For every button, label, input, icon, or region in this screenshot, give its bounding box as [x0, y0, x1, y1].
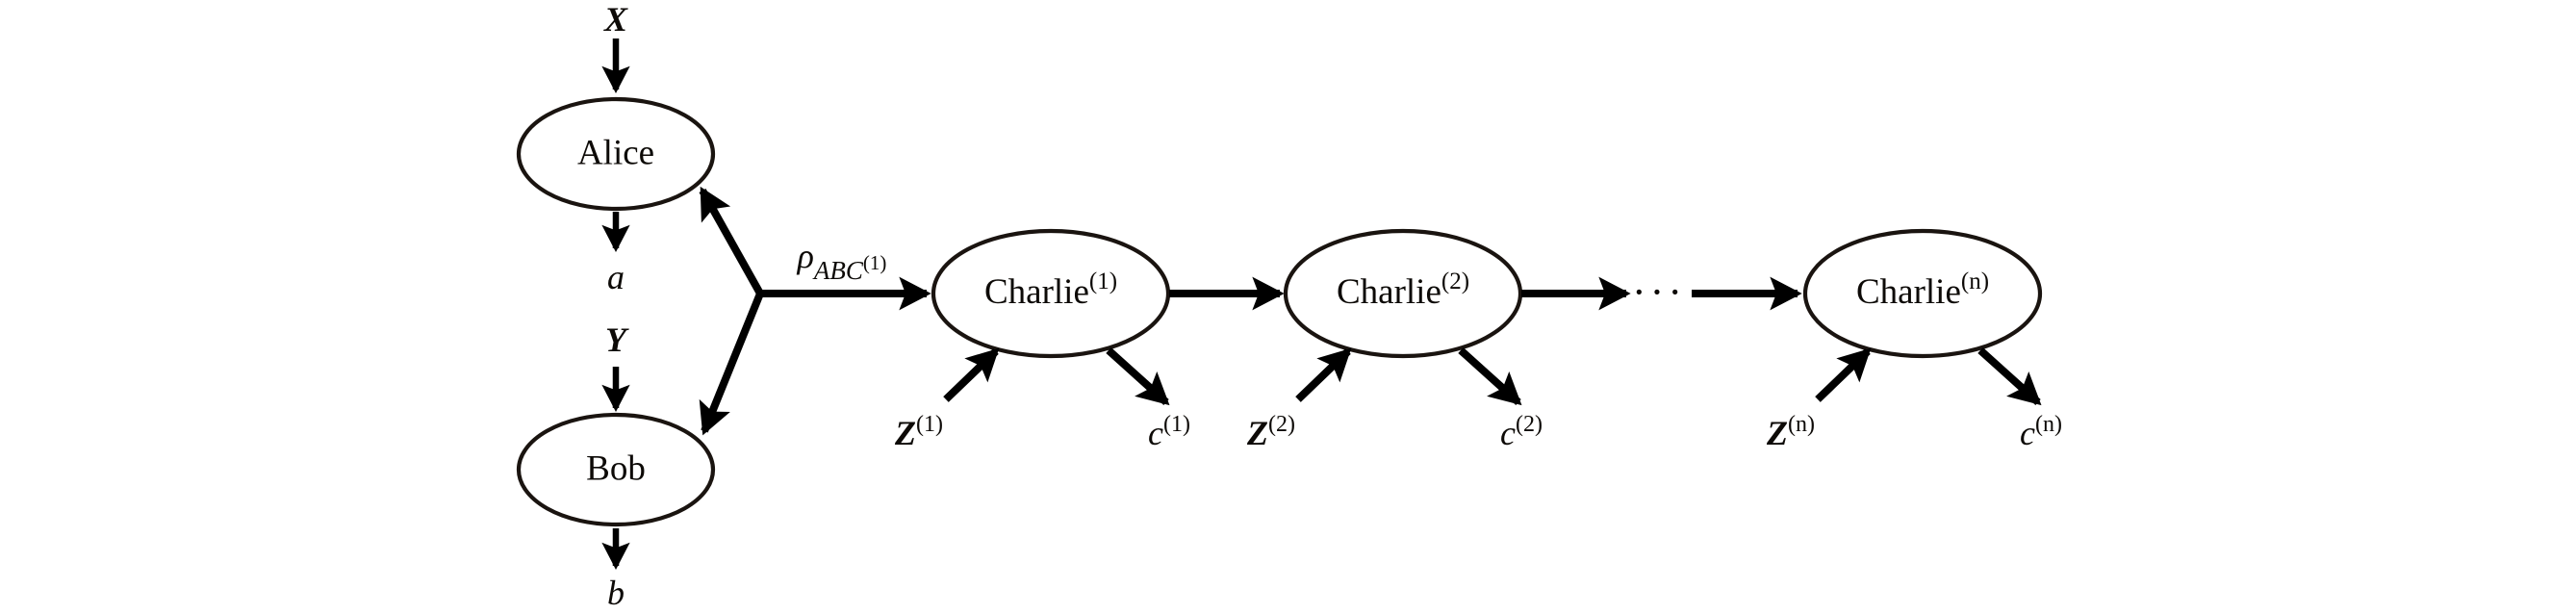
arrow-junction-to-alice: [699, 186, 764, 295]
node-alice[interactable]: [516, 96, 716, 212]
c2-superscript: (2): [1516, 412, 1543, 437]
node-bob[interactable]: [516, 412, 716, 527]
label-cn-output: c(n): [2020, 412, 2062, 452]
arrow-zn-to-charlien: [1815, 347, 1872, 402]
edge-zn-to-charlien: [1815, 347, 1872, 402]
c2-base: c: [1500, 414, 1516, 452]
node-alice-label: Alice: [577, 133, 654, 172]
z1-base: Z: [894, 414, 916, 452]
c1-superscript: (1): [1163, 412, 1190, 437]
charlie-n-superscript: (n): [1961, 269, 1989, 294]
zn-base: Z: [1766, 414, 1788, 452]
label-b-output: b: [607, 574, 625, 612]
node-bob-label: Bob: [586, 448, 646, 488]
edge-z2-to-charlie2: [1295, 347, 1352, 402]
charlie-1-superscript: (1): [1089, 269, 1117, 294]
c1-base: c: [1148, 414, 1163, 452]
node-charlie-2[interactable]: [1283, 228, 1523, 359]
node-charlie-1-label: Charlie(1): [984, 269, 1117, 313]
rho-symbol: ρ: [797, 237, 814, 275]
arrow-z1-to-charlie1: [943, 347, 1000, 402]
label-z2-input: Z(2): [1246, 412, 1295, 452]
rho-sub-superscript: (1): [863, 251, 887, 274]
z2-base: Z: [1246, 414, 1268, 452]
edge-charlien-to-cn: [1977, 347, 2042, 406]
charlie-2-superscript: (2): [1441, 269, 1469, 294]
label-zn-input: Z(n): [1766, 412, 1815, 452]
rho-subscript: ABC: [812, 256, 864, 285]
label-chain-ellipsis: ···: [1632, 269, 1686, 316]
label-z1-input: Z(1): [894, 412, 943, 452]
edge-charlie2-to-c2: [1458, 347, 1522, 406]
node-charlie-n-label: Charlie(n): [1856, 269, 1989, 313]
arrow-junction-to-bob: [699, 292, 764, 436]
arrow-charlien-to-cn: [1977, 347, 2042, 406]
node-charlie-1[interactable]: [931, 228, 1171, 359]
label-y-input: Y: [605, 320, 629, 359]
arrow-charlie1-to-c1: [1106, 347, 1170, 406]
z1-superscript: (1): [916, 412, 943, 437]
label-c2-output: c(2): [1500, 412, 1543, 452]
charlie-2-base: Charlie: [1337, 272, 1441, 312]
charlie-1-base: Charlie: [984, 272, 1089, 312]
arrow-charlie2-to-c2: [1458, 347, 1522, 406]
edge-charlie1-to-c1: [1106, 347, 1170, 406]
arrow-z2-to-charlie2: [1295, 347, 1352, 402]
cn-superscript: (n): [2035, 412, 2062, 437]
label-a-output: a: [607, 258, 625, 296]
edge-z1-to-charlie1: [943, 347, 1000, 402]
z2-superscript: (2): [1268, 412, 1295, 437]
node-charlie-n[interactable]: [1802, 228, 2043, 359]
label-rho-abc: ρABC(1): [797, 237, 887, 285]
zn-superscript: (n): [1788, 412, 1815, 437]
cn-base: c: [2020, 414, 2035, 452]
node-charlie-2-label: Charlie(2): [1337, 269, 1469, 313]
charlie-n-base: Charlie: [1856, 272, 1961, 312]
edge-junction-to-alice: [699, 186, 764, 295]
label-x-input: X: [603, 0, 628, 38]
label-c1-output: c(1): [1148, 412, 1190, 452]
edge-junction-to-bob: [699, 292, 764, 436]
